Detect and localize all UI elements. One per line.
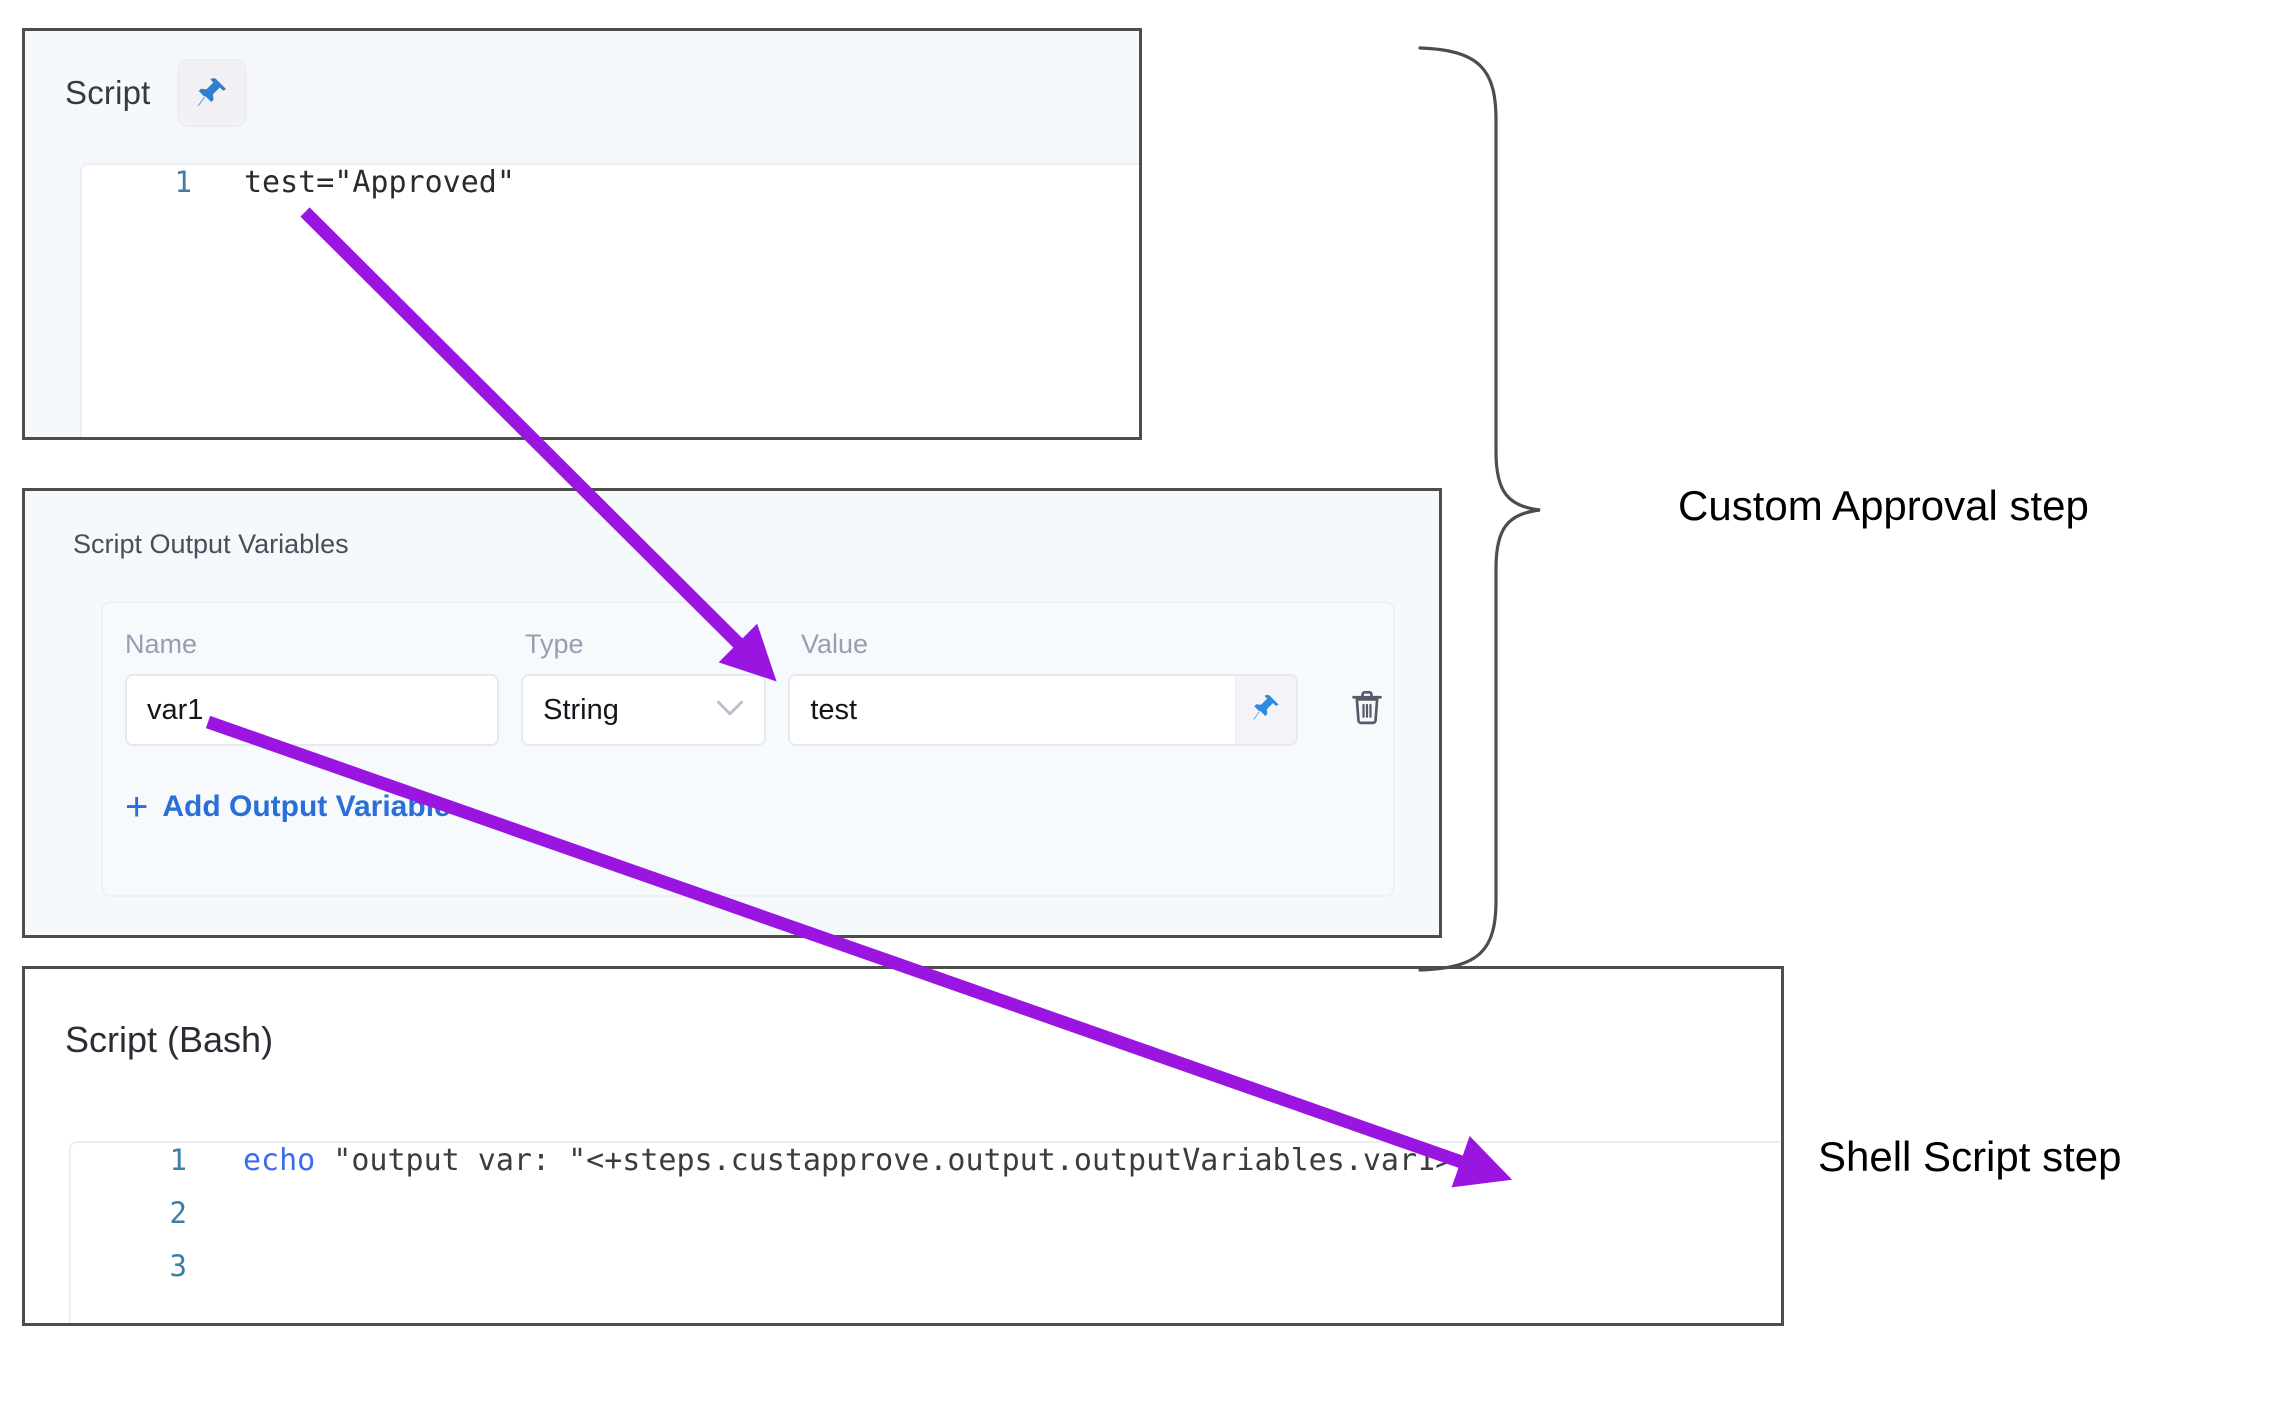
line-content: echo "output var: "<+steps.custapprove.o… [187, 1143, 1453, 1178]
bash-script-title: Script (Bash) [65, 1019, 274, 1060]
output-variable-row: var1 String test [103, 660, 1393, 746]
bash-keyword: echo [243, 1143, 316, 1178]
pushpin-button[interactable] [176, 59, 247, 127]
pushpin-icon [1250, 692, 1282, 729]
variable-type-value: String [543, 693, 619, 726]
variable-value-input[interactable]: test [790, 676, 1235, 744]
bash-expression: "output var: "<+steps.custapprove.output… [315, 1143, 1454, 1178]
column-header-name: Name [125, 629, 198, 659]
code-line: 1 test="Approved" [82, 165, 1139, 218]
add-output-variable-label: Add Output Variable [162, 790, 451, 823]
pushpin-icon [194, 75, 230, 111]
script-output-variables-panel: Script Output Variables Name Type Value … [22, 488, 1442, 938]
plus-icon: + [125, 785, 149, 829]
output-variables-column-headers: Name Type Value [103, 603, 1393, 660]
value-pushpin-button[interactable] [1234, 676, 1297, 744]
script-panel-header: Script [25, 31, 1139, 127]
bash-script-panel: Script (Bash) 1 echo "output var: "<+ste… [22, 966, 1784, 1326]
line-number: 1 [169, 1143, 187, 1177]
line-number: 3 [169, 1249, 187, 1283]
trash-icon [1348, 687, 1386, 734]
code-line: 1 echo "output var: "<+steps.custapprove… [71, 1143, 1781, 1196]
line-number: 1 [174, 165, 192, 199]
script-panel: Script 1 test="Approved" [22, 28, 1142, 440]
chevron-down-icon [716, 698, 744, 722]
code-line: 2 [71, 1196, 1781, 1249]
variable-name-input[interactable]: var1 [125, 674, 500, 746]
script-panel-title: Script [65, 74, 151, 111]
delete-variable-button[interactable] [1340, 680, 1393, 740]
line-number: 2 [169, 1196, 187, 1230]
column-header-value: Value [801, 629, 869, 659]
column-header-type: Type [525, 629, 584, 659]
add-output-variable-button[interactable]: + Add Output Variable [103, 746, 1393, 829]
script-output-variables-title: Script Output Variables [73, 529, 349, 559]
variable-value-field: test [788, 674, 1299, 746]
line-content: test="Approved" [244, 165, 515, 200]
code-line: 3 [71, 1249, 1781, 1302]
output-variables-card: Name Type Value var1 String test [101, 601, 1395, 897]
shell-script-step-label: Shell Script step [1818, 1133, 2122, 1180]
custom-approval-step-label: Custom Approval step [1678, 482, 2089, 529]
variable-type-select[interactable]: String [521, 674, 767, 746]
bash-code-editor[interactable]: 1 echo "output var: "<+steps.custapprove… [69, 1141, 1781, 1323]
script-code-editor[interactable]: 1 test="Approved" [80, 163, 1139, 437]
